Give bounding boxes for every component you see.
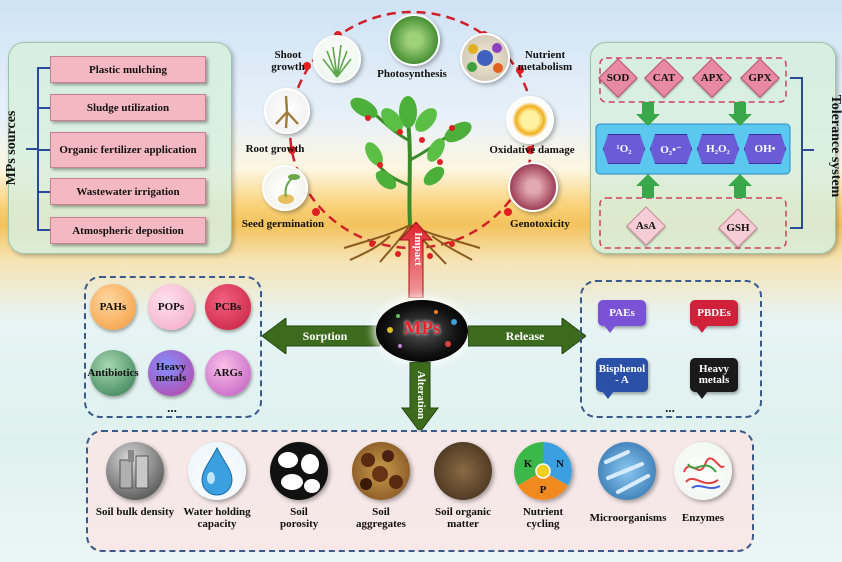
release-label: Release [505,329,545,343]
source-organic-fertilizer: Organic fertilizer application [50,132,206,168]
released-pollutants-box [580,280,762,418]
nutrient-metabolism-image [460,33,510,83]
enzyme-sod: SOD [598,58,638,98]
water-holding-capacity-image [188,442,246,500]
photosynthesis-image [388,14,440,66]
sources-title: MPs sources [4,110,19,186]
label-seed-germination: Seed germination [241,218,325,230]
ros-superoxide: O₂•⁻ [650,134,692,164]
antioxidant-gsh: GSH [718,208,758,248]
ros-singlet-oxygen: ¹O₂ [603,134,645,164]
mps-center-label: MPs [403,318,441,339]
genotoxicity-image [508,162,558,212]
shoot-growth-image [313,35,361,83]
nutrient-p-label: P [539,484,547,496]
label-nutrient-metabolism: Nutrient metabolism [517,49,573,73]
ros-hydrogen-peroxide: H₂O₂ [697,134,739,164]
label-shoot-growth: Shoot growth [271,49,305,73]
oxidative-damage-image [506,96,554,144]
sources-bracket [26,67,50,231]
released-pbdes: PBDEs [690,300,738,333]
sorbed-more: ... [167,400,177,415]
nutrient-n-label: N [556,458,564,470]
alteration-label: Alteration [415,370,427,420]
enzymes-image [674,442,732,500]
enzyme-cat: CAT [644,58,684,98]
microorganisms-image [598,442,656,500]
mps-center-hub [376,300,468,362]
soil-organic-matter-image [434,442,492,500]
label-microorganisms: Microorganisms [589,512,667,524]
label-photosynthesis: Photosynthesis [377,68,447,80]
pollutant-pahs: PAHs [90,284,136,330]
label-water-holding-capacity: Water holding capacity [183,506,251,530]
sorbed-pollutants-box [84,276,262,418]
pollutant-heavy-metals: Heavy metals [148,350,194,396]
release-arrow [468,318,586,354]
label-nutrient-cycling: Nutrient cycling [522,506,564,530]
pollutant-pops: POPs [148,284,194,330]
seed-germination-image [262,165,308,211]
tolerance-structure [595,57,814,249]
root-growth-image [264,88,310,134]
alteration-arrow [401,362,439,432]
label-soil-aggregates: Soil aggregates [356,506,406,530]
source-sludge-utilization: Sludge utilization [50,94,206,121]
impact-arrow [398,222,434,298]
sorption-arrow [262,318,380,354]
soil-bulk-density-image [106,442,164,500]
impact-label: Impact [412,232,424,266]
source-atmospheric-deposition: Atmospheric deposition [50,217,206,244]
source-wastewater-irrigation: Wastewater irrigation [50,178,206,205]
nutrient-cycling-image [514,442,572,500]
label-oxidative-damage: Oxidative damage [489,144,575,156]
sorption-label: Sorption [302,329,348,343]
pollutant-args: ARGs [205,350,251,396]
label-enzymes: Enzymes [681,512,725,524]
enzyme-gpx: GPX [740,58,780,98]
soil-properties-box [86,430,754,552]
soil-porosity-image [270,442,328,500]
soil-aggregates-image [352,442,410,500]
released-more: ... [665,400,675,415]
nutrient-k-label: K [523,458,533,470]
released-heavy-metals: Heavy metals [690,358,738,399]
antioxidant-asa: AsA [626,206,666,246]
pollutant-antibiotics: Antibiotics [87,350,139,396]
label-soil-porosity: Soil porosity [280,506,319,530]
released-bisphenol-a: Bisphenol - A [596,358,648,399]
source-plastic-mulching: Plastic mulching [50,56,206,83]
ros-hydroxyl: OH• [744,134,786,164]
label-soil-bulk-density: Soil bulk density [95,506,175,518]
label-root-growth: Root growth [245,143,305,155]
label-soil-organic-matter: Soil organic matter [435,506,491,530]
label-genotoxicity: Genotoxicity [510,218,570,230]
pollutant-pcbs: PCBs [205,284,251,330]
enzyme-apx: APX [692,58,732,98]
released-paes: PAEs [598,300,646,333]
